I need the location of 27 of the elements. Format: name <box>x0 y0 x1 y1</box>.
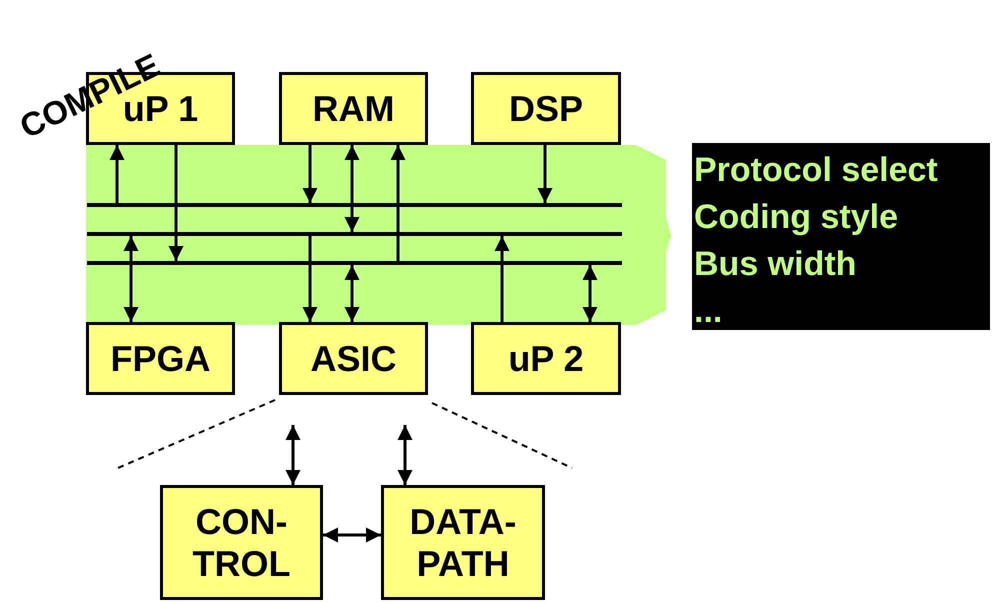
component-box: uP 2 <box>471 322 621 395</box>
component-box: ASIC <box>279 322 428 395</box>
arrow <box>582 265 598 322</box>
bus-band <box>86 145 671 325</box>
component-box: CON- TROL <box>160 485 323 600</box>
arrow <box>302 145 318 203</box>
note-text: Protocol select <box>694 150 938 191</box>
arrow <box>124 236 138 322</box>
arrow <box>398 425 412 485</box>
arrow <box>110 145 124 203</box>
note-panel <box>692 143 990 330</box>
note-text: Coding style <box>694 197 898 238</box>
component-box: DATA- PATH <box>381 485 545 600</box>
arrow <box>344 265 360 322</box>
note-text: ... <box>694 291 722 332</box>
component-box: RAM <box>279 72 428 145</box>
arrow <box>494 236 510 322</box>
arrow <box>168 145 184 261</box>
arrow <box>344 145 360 232</box>
note-text: Bus width <box>694 244 856 285</box>
arrow <box>323 528 381 542</box>
arrow <box>538 145 552 203</box>
component-box: FPGA <box>86 322 235 395</box>
arrow <box>390 145 406 261</box>
arrow <box>286 425 300 485</box>
arrow <box>302 236 318 322</box>
component-box: DSP <box>471 72 621 145</box>
